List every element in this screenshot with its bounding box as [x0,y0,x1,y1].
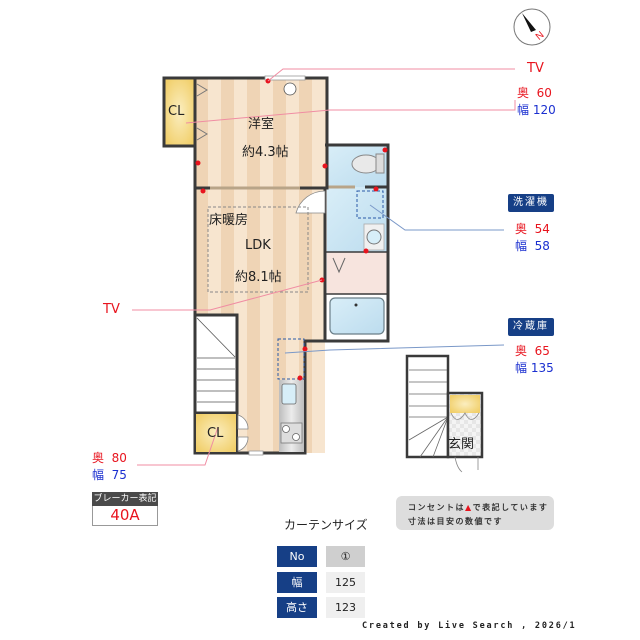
closet-width: 幅 75 [92,468,127,482]
curtain-key-width: 幅 [277,572,317,593]
breaker-title: ブレーカー表記 [92,492,158,506]
washer-tag: 洗濯機 [508,194,554,212]
closet-bottom-label: CL [207,426,224,441]
ldk-size: 約8.1帖 [235,270,282,285]
ldk-name: LDK [245,238,271,253]
tv-top-width: 幅 120 [517,103,556,117]
curtain-val-no: ① [326,546,365,567]
note-line1: コンセントは▲で表記しています [408,503,549,512]
entrance-label: 玄関 [448,437,475,452]
curtain-key-no: No [277,546,317,567]
tv-top-depth: 奥 60 [517,86,552,100]
compass: N [513,8,551,46]
note-box: コンセントは▲で表記しています 寸法は目安の数値です [396,496,554,530]
credit-text: Created by Live Search , 2026/1 [362,621,577,631]
tv-top-label: TV [527,61,544,76]
closet-top-label: CL [168,104,185,119]
western-room-name: 洋室 [248,117,275,132]
fridge-depth: 奥 65 [515,344,550,358]
note-line2: 寸法は目安の数値です [408,517,503,526]
western-room-size: 約4.3帖 [242,145,289,160]
fridge-tag: 冷蔵庫 [508,318,554,336]
washer-width: 幅 58 [515,239,550,253]
curtain-val-width: 125 [326,572,365,593]
tv-left-label: TV [103,302,120,317]
closet-top [162,76,197,148]
curtain-key-height: 高さ [277,597,317,618]
western-room-floor [195,78,327,188]
outlet-markers [195,78,388,381]
curtain-val-height: 123 [326,597,365,618]
closet-depth: 奥 80 [92,451,127,465]
washer-depth: 奥 54 [515,222,550,236]
curtain-title: カーテンサイズ [284,518,368,532]
breaker-box: ブレーカー表記 40A [92,492,158,526]
outlet-icon: ▲ [465,503,473,512]
fridge-width: 幅 135 [515,361,554,375]
breaker-value: 40A [92,506,158,526]
floor-heating-label: 床暖房 [209,213,249,228]
